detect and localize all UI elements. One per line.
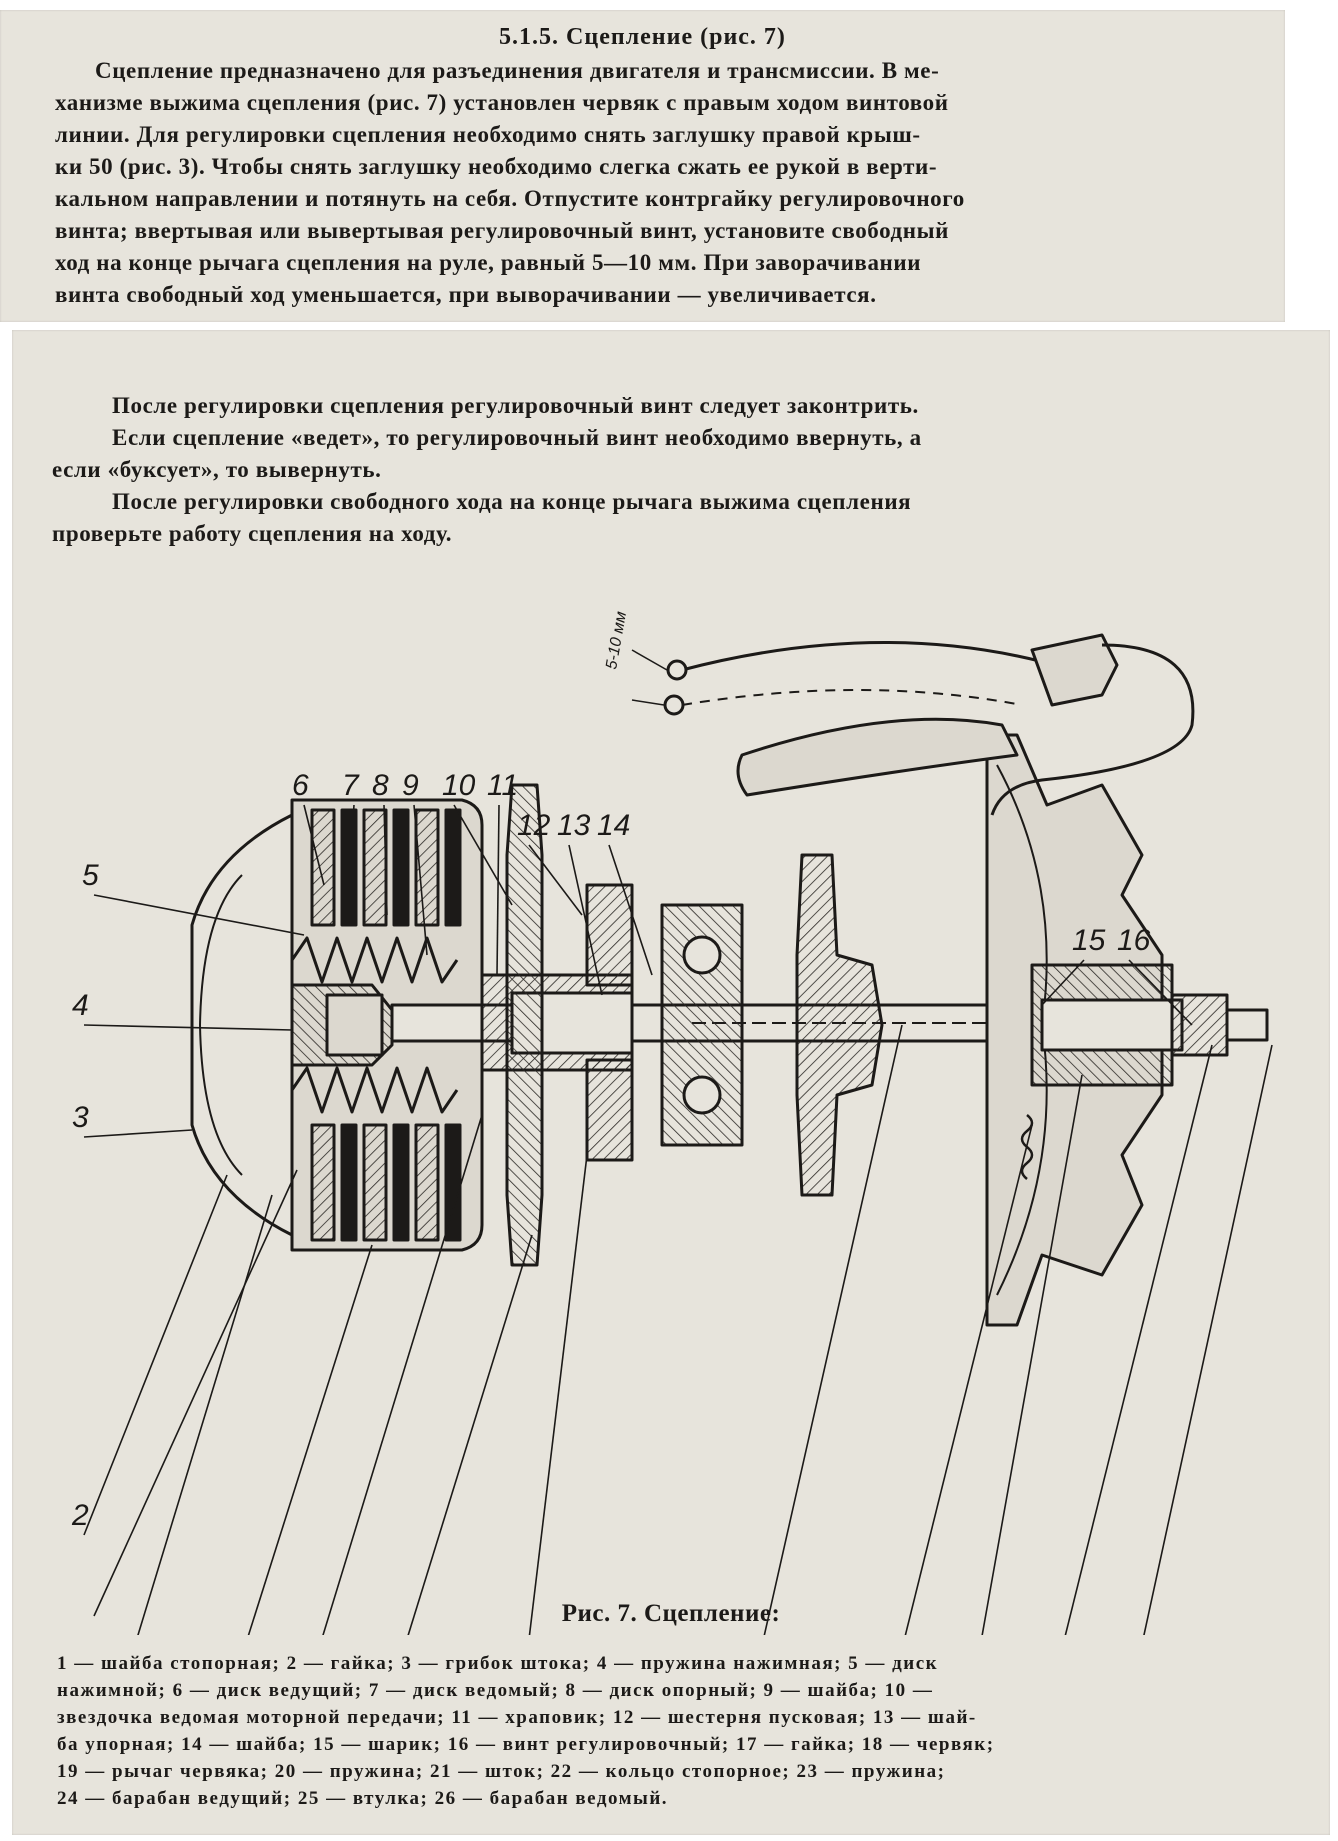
callout-number-2: 2 [71, 1499, 89, 1532]
leader-line-9 [413, 804, 428, 956]
callout-number-4: 4 [72, 989, 89, 1022]
callouts-group: 1234567891011121314151617181920212223242… [71, 769, 1273, 1635]
callout-number-16: 16 [1117, 924, 1151, 957]
intro-paragraph: Сцепление предназначено для разъединения… [55, 55, 1250, 311]
callout-number-10: 10 [442, 769, 476, 802]
intro-line: кальном направлении и потянуть на себя. … [55, 186, 965, 211]
leader-line-19 [981, 1074, 1083, 1635]
leader-line-4 [83, 1024, 293, 1031]
legend-line: 19 — рычаг червяка; 20 — пружина; 21 — ш… [57, 1761, 946, 1782]
leader-line-25 [247, 1244, 373, 1635]
main-page-clip: После регулировки сцепления регулировочн… [12, 330, 1330, 1835]
legend-line: 1 — шайба стопорная; 2 — гайка; 3 — гриб… [57, 1653, 939, 1674]
leader-line-15 [1041, 959, 1085, 1006]
continuation-line: После регулировки свободного хода на кон… [112, 489, 912, 514]
intro-line: ки 50 (рис. 3). Чтобы снять заглушку нео… [55, 154, 938, 179]
callout-number-15: 15 [1072, 924, 1106, 957]
callout-number-12: 12 [517, 809, 551, 842]
callout-number-11: 11 [487, 769, 518, 802]
callout-number-13: 13 [557, 809, 591, 842]
leader-line-10 [453, 804, 513, 906]
leader-line-11 [496, 804, 500, 976]
intro-line: ход на конце рычага сцепления на руле, р… [55, 250, 922, 275]
callout-number-6: 6 [292, 769, 309, 802]
leader-line-14 [608, 844, 653, 976]
intro-line: Сцепление предназначено для разъединения… [95, 58, 940, 83]
callout-number-8: 8 [372, 769, 389, 802]
callout-number-14: 14 [597, 809, 630, 842]
continuation-line: Если сцепление «ведет», то регулировочны… [112, 425, 922, 450]
leader-line-26 [137, 1194, 273, 1635]
leader-line-23 [407, 1234, 533, 1635]
leader-line-24 [322, 1114, 483, 1635]
leader-line-16 [1128, 959, 1193, 1026]
figure-legend: 1 — шайба стопорная; 2 — гайка; 3 — гриб… [57, 1650, 1297, 1812]
continuation-line: если «буксует», то вывернуть. [52, 457, 382, 482]
intro-line: ханизме выжима сцепления (рис. 7) устано… [55, 90, 949, 115]
leader-line-13 [568, 844, 603, 996]
continuation-line: проверьте работу сцепления на ходу. [52, 521, 453, 546]
continuation-paragraph: После регулировки сцепления регулировочн… [52, 390, 1282, 550]
callout-number-9: 9 [402, 769, 419, 802]
leader-line-22 [528, 1154, 588, 1635]
leader-line-21 [763, 1024, 903, 1635]
callout-number-3: 3 [72, 1101, 89, 1134]
callout-number-7: 7 [342, 769, 360, 802]
leader-line-20 [904, 1124, 1033, 1635]
leader-line-6 [303, 804, 325, 886]
section-heading: 5.1.5. Сцепление (рис. 7) [499, 24, 786, 50]
legend-line: 24 — барабан ведущий; 25 — втулка; 26 — … [57, 1788, 669, 1809]
leader-line-7 [346, 804, 355, 906]
leader-line-3 [83, 1129, 193, 1138]
callout-number-5: 5 [82, 859, 99, 892]
intro-line: винта свободный ход уменьшается, при выв… [55, 282, 877, 307]
leader-line-17 [1143, 1044, 1273, 1635]
free-play-label: 5-10 мм [603, 610, 630, 671]
figure-caption: Рис. 7. Сцепление: [561, 1600, 781, 1627]
continuation-line: После регулировки сцепления регулировочн… [112, 393, 919, 418]
legend-line: звездочка ведомая моторной передачи; 11 … [57, 1707, 977, 1728]
legend-line: ба упорная; 14 — шайба; 15 — шарик; 16 —… [57, 1734, 995, 1755]
leader-line-12 [528, 844, 583, 916]
legend-line: нажимной; 6 — диск ведущий; 7 — диск вед… [57, 1680, 934, 1701]
callout-number-1: 1 [82, 1634, 99, 1635]
leader-line-18 [1064, 1044, 1213, 1635]
leader-line-1 [93, 1169, 298, 1617]
intro-line: винта; ввертывая или вывертывая регулиро… [55, 218, 950, 243]
leader-line-2 [83, 1174, 228, 1536]
clutch-diagram: 5-10 мм 12345678910111213141516171819202… [71, 610, 1273, 1635]
leader-line-5 [93, 894, 305, 936]
leader-line-8 [383, 804, 388, 916]
intro-line: линии. Для регулировки сцепления необход… [55, 122, 921, 147]
top-page-clip: 5.1.5. Сцепление (рис. 7) Сцепление пред… [0, 10, 1285, 322]
